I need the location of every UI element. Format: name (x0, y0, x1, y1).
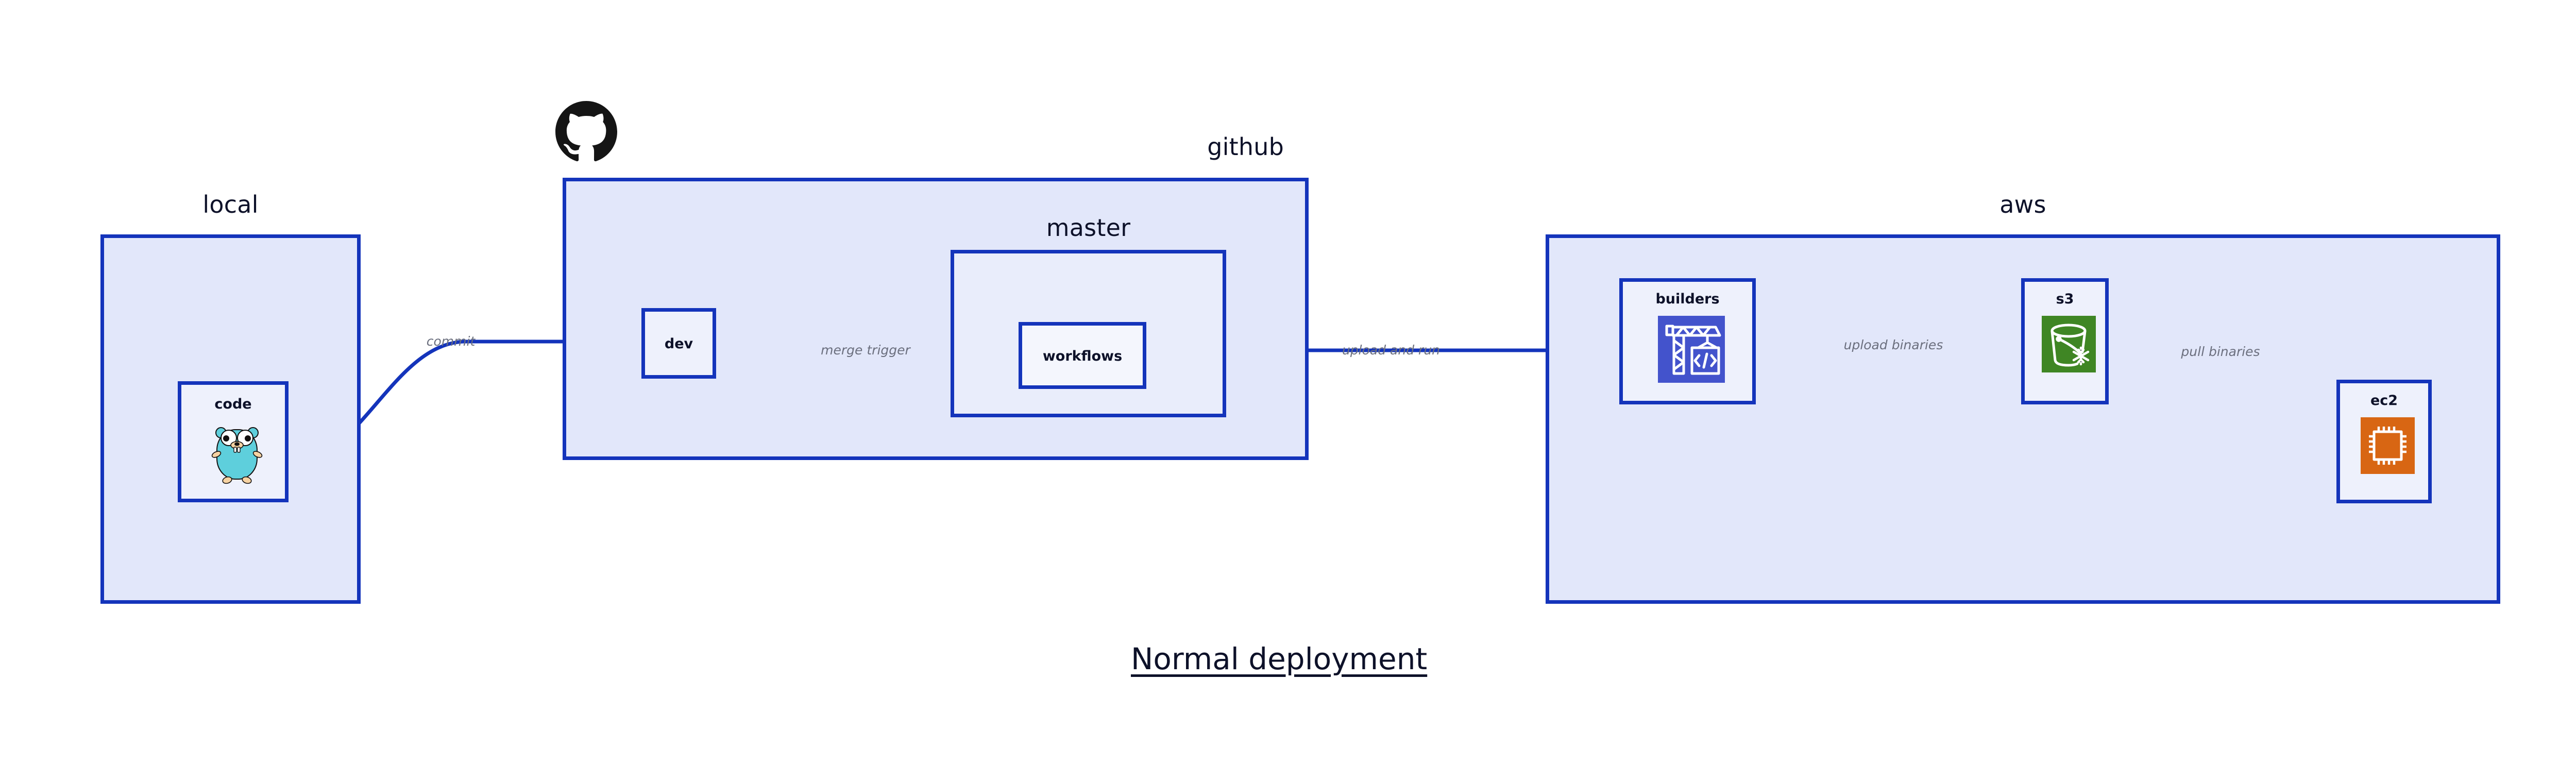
aws-s3-glacier-icon (2042, 316, 2096, 372)
edge-label-commit: commit (426, 334, 476, 349)
node-workflows[interactable]: workflows (1019, 322, 1146, 389)
node-ec2[interactable]: ec2 (2336, 380, 2432, 503)
github-octocat-logo (555, 101, 617, 162)
node-label-ec2: ec2 (2370, 393, 2398, 409)
group-label-aws: aws (1999, 191, 2046, 218)
node-dev[interactable]: dev (641, 308, 716, 379)
edge-label-pull-binaries: pull binaries (2181, 344, 2260, 359)
aws-ec2-chip-icon (2361, 417, 2415, 474)
edge-label-upload-and-run: upload and run (1342, 343, 1440, 358)
node-builders[interactable]: builders (1619, 278, 1756, 404)
node-label-code: code (214, 396, 252, 412)
node-s3[interactable]: s3 (2021, 278, 2109, 404)
edge-label-merge-trigger: merge trigger (821, 343, 910, 358)
page-title: Normal deployment (1131, 641, 1428, 676)
group-label-local: local (202, 191, 259, 218)
aws-codebuild-icon (1658, 316, 1725, 383)
node-label-dev: dev (664, 336, 693, 352)
subgroup-label-master: master (1046, 214, 1131, 242)
go-gopher-icon (211, 427, 263, 484)
node-code[interactable]: code (178, 381, 289, 502)
node-label-workflows: workflows (1042, 348, 1123, 364)
node-label-s3: s3 (2056, 291, 2074, 307)
edge-label-upload-binaries: upload binaries (1843, 337, 1943, 352)
node-label-builders: builders (1655, 291, 1720, 307)
group-label-github: github (1207, 133, 1284, 161)
